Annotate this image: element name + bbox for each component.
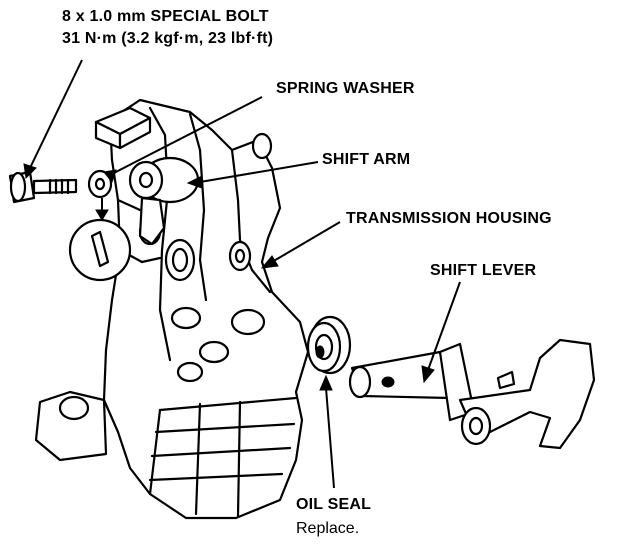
spring-washer-detail-circle — [68, 198, 132, 282]
shift-lever-drawing — [348, 338, 596, 450]
bolt-torque-label: 31 N·m (3.2 kgf·m, 23 lbf·ft) — [62, 30, 274, 47]
oil-seal-replace-note: Replace. — [296, 520, 360, 537]
transmission-housing-label: TRANSMISSION HOUSING — [346, 210, 552, 227]
shift-arm-label: SHIFT ARM — [322, 151, 411, 168]
bolt-spec-label: 8 x 1.0 mm SPECIAL BOLT — [62, 8, 269, 25]
oil-seal-label: OIL SEAL — [296, 496, 372, 513]
special-bolt-drawing — [8, 170, 78, 204]
spring-washer-label: SPRING WASHER — [276, 80, 415, 97]
shift-arm-drawing — [94, 106, 200, 246]
shift-lever-label: SHIFT LEVER — [430, 262, 537, 279]
oil-seal-drawing — [306, 315, 352, 375]
spring-washer-drawing — [87, 169, 113, 199]
leader-lines — [23, 59, 461, 489]
